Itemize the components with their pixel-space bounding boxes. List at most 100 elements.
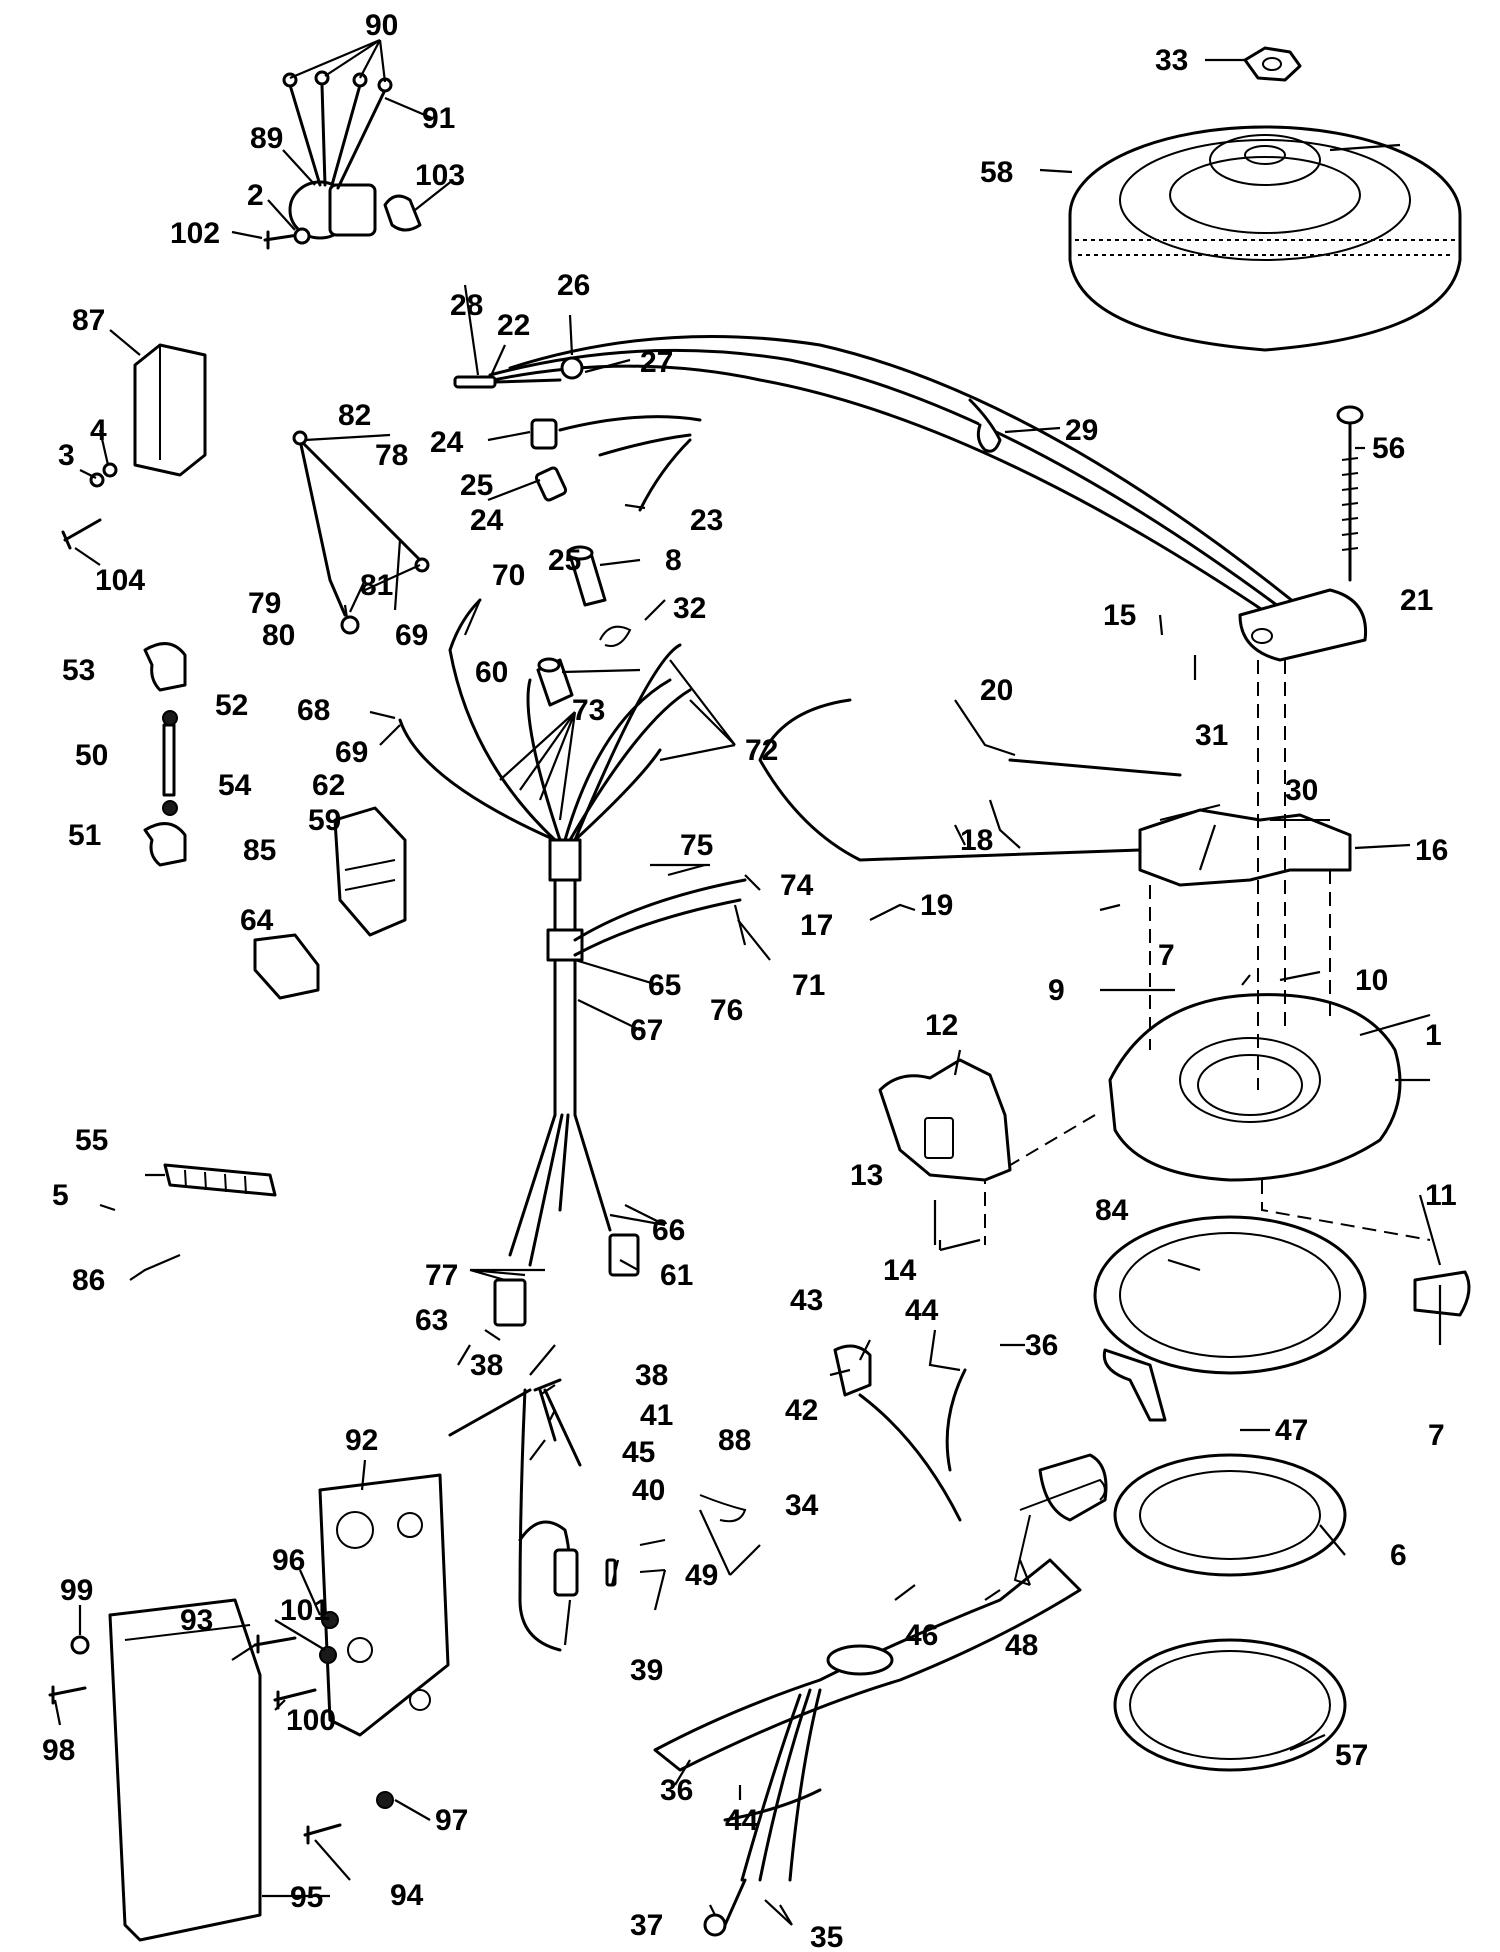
callout-90: 90 [365, 9, 398, 42]
relay [253, 933, 320, 1000]
callout-97: 97 [435, 1804, 468, 1837]
callout-51: 51 [68, 819, 101, 852]
callout-78: 78 [375, 439, 408, 472]
callout-25a: 25 [460, 469, 493, 502]
callout-33: 33 [1155, 44, 1188, 77]
callout-81: 81 [360, 569, 393, 602]
callout-91: 91 [422, 102, 455, 135]
callout-73: 73 [572, 694, 605, 727]
callout-50: 50 [75, 739, 108, 772]
sensor-leads [758, 698, 1182, 862]
callout-48: 48 [1005, 1629, 1038, 1662]
choke-harness [448, 1378, 582, 1652]
timer-base [1108, 993, 1402, 1182]
callout-54: 54 [218, 769, 252, 802]
clips-48-49 [605, 1478, 1106, 1587]
callout-3: 3 [58, 439, 75, 472]
callout-99: 99 [60, 1574, 93, 1607]
dashed-alignment-lines [984, 660, 1431, 1245]
callout-103: 103 [415, 159, 465, 192]
callout-46: 46 [905, 1619, 938, 1652]
rectifier [61, 343, 207, 550]
fuse [536, 657, 574, 707]
callout-1: 1 [1425, 1019, 1442, 1052]
cover-plate-11 [1413, 1270, 1471, 1317]
callout-104: 104 [95, 564, 145, 597]
callout-9: 9 [1048, 974, 1065, 1007]
callout-36a: 36 [1025, 1329, 1058, 1362]
callout-36b: 36 [660, 1774, 693, 1807]
callout-32: 32 [673, 592, 706, 625]
fuse-holder [566, 545, 607, 607]
callout-87: 87 [72, 304, 105, 337]
callout-63: 63 [415, 1304, 448, 1337]
callout-53: 53 [62, 654, 95, 687]
callout-23: 23 [690, 504, 723, 537]
callout-89: 89 [250, 122, 283, 155]
callout-95: 95 [290, 1881, 323, 1914]
callout-10: 10 [1355, 964, 1388, 997]
callout-101: 101 [280, 1594, 330, 1627]
callout-45: 45 [622, 1436, 655, 1469]
callout-77: 77 [425, 1259, 458, 1292]
callout-69b: 69 [335, 736, 368, 769]
starter-solenoid [282, 70, 393, 240]
mounting-ring [1113, 1453, 1347, 1577]
terminal-strip [163, 1163, 277, 1197]
callout-39: 39 [630, 1654, 663, 1687]
spark-plug-boots [530, 418, 568, 502]
callout-92: 92 [345, 1424, 378, 1457]
callout-40: 40 [632, 1474, 665, 1507]
callout-14: 14 [883, 1254, 917, 1287]
callout-38b: 38 [635, 1359, 668, 1392]
callout-59: 59 [308, 804, 341, 837]
callout-70: 70 [492, 559, 525, 592]
callout-18: 18 [960, 824, 993, 857]
callout-76: 76 [710, 994, 743, 1027]
callout-5: 5 [52, 1179, 69, 1212]
callout-38a: 38 [470, 1349, 503, 1382]
callout-17: 17 [800, 909, 833, 942]
callout-72: 72 [745, 734, 778, 767]
callout-8: 8 [665, 544, 682, 577]
callout-41: 41 [640, 1399, 673, 1432]
box-fasteners [48, 1611, 394, 1845]
callout-21: 21 [1400, 584, 1433, 617]
ignition-module-cover [1238, 588, 1368, 662]
callout-82: 82 [338, 399, 371, 432]
harness-clip [968, 398, 1002, 453]
callout-4: 4 [90, 414, 107, 447]
callout-24a: 24 [430, 426, 464, 459]
flywheel [1068, 125, 1462, 352]
electrical-cover [108, 1598, 262, 1942]
callout-37: 37 [630, 1909, 663, 1942]
callout-29: 29 [1065, 414, 1098, 447]
callout-24b: 24 [470, 504, 504, 537]
solenoid-screw [263, 227, 311, 250]
callout-102: 102 [170, 217, 220, 250]
callout-69a: 69 [395, 619, 428, 652]
key-switch-harness [653, 1344, 1108, 1937]
callout-60: 60 [475, 656, 508, 689]
callout-15: 15 [1103, 599, 1136, 632]
callout-20: 20 [980, 674, 1013, 707]
callout-52: 52 [215, 689, 248, 722]
callout-84: 84 [1095, 1194, 1129, 1227]
terminal-caps [143, 642, 187, 867]
solenoid-bracket [383, 194, 422, 232]
callout-43: 43 [790, 1284, 823, 1317]
callout-96: 96 [272, 1544, 305, 1577]
callout-34: 34 [785, 1489, 819, 1522]
callout-44b: 44 [725, 1804, 759, 1837]
terminal-block [333, 806, 407, 937]
callout-42: 42 [785, 1394, 818, 1427]
callout-65: 65 [648, 969, 681, 1002]
callout-57: 57 [1335, 1739, 1368, 1772]
callout-30: 30 [1285, 774, 1318, 807]
callout-61: 61 [660, 1259, 693, 1292]
callout-labels: 1 2 3 4 5 6 7 7 8 9 10 11 12 13 14 15 16… [42, 9, 1457, 1952]
callout-12: 12 [925, 1009, 958, 1042]
callout-28: 28 [450, 289, 483, 322]
callout-66: 66 [652, 1214, 685, 1247]
